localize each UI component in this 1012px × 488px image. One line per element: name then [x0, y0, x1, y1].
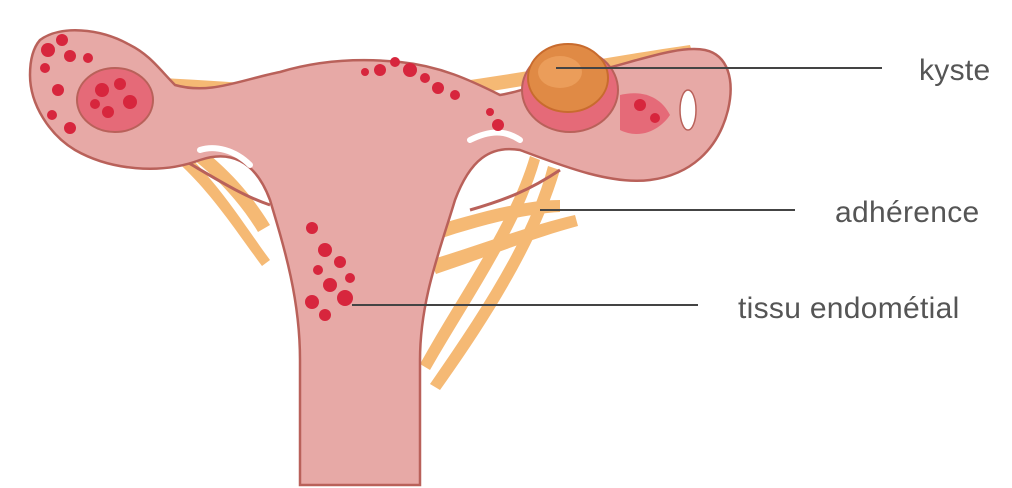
- label-adhesion: adhérence: [835, 196, 979, 230]
- left-ovary: [77, 68, 153, 132]
- right-ovary: [522, 44, 618, 132]
- label-cyst: kyste: [919, 54, 991, 88]
- label-endometrial-tissue: tissu endométial: [738, 292, 960, 326]
